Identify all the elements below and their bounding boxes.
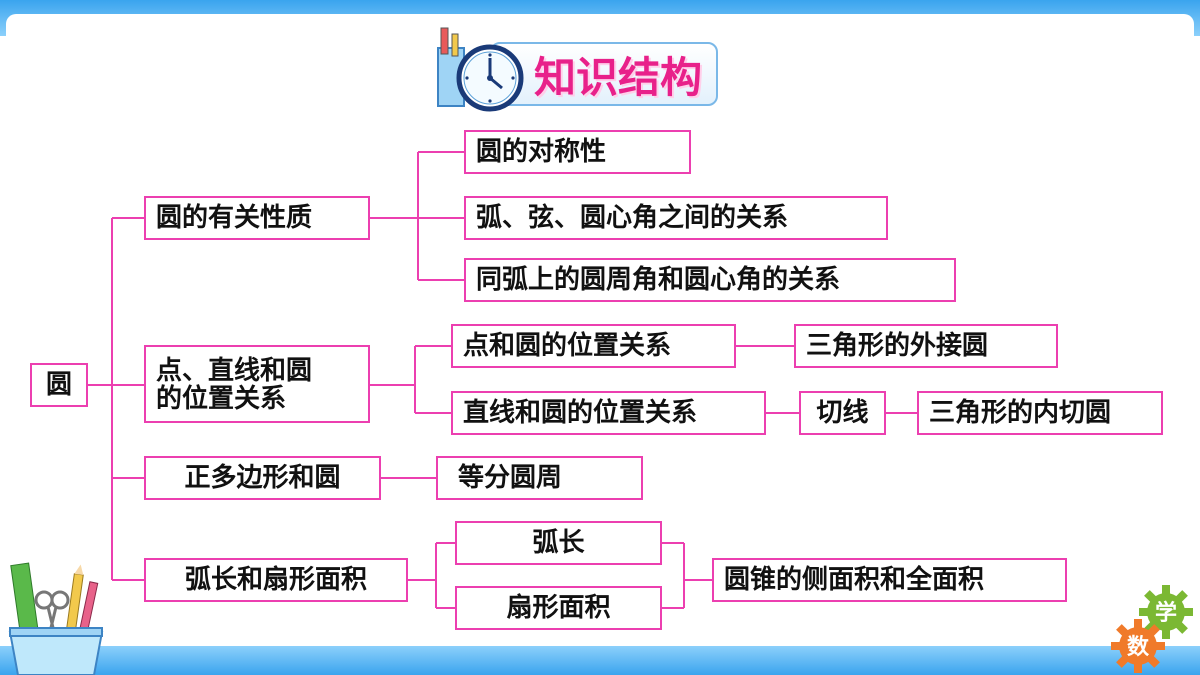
- node-inscribed-angle: 同弧上的圆周角和圆心角的关系: [464, 258, 956, 302]
- node-circumcircle-label: 三角形的外接圆: [806, 331, 989, 361]
- node-branch-position: 点、直线和圆 的位置关系: [144, 345, 370, 423]
- node-inscribed-angle-label: 同弧上的圆周角和圆心角的关系: [476, 265, 841, 295]
- node-branch-position-line1: 点、直线和圆: [156, 356, 313, 386]
- node-divide-circumference-label: 等分圆周: [458, 463, 563, 493]
- node-arc-length-label: 弧长: [532, 528, 585, 558]
- title-banner: 知识结构: [490, 42, 718, 106]
- node-incircle: 三角形的内切圆: [917, 391, 1163, 435]
- badge-bottom-label: 数: [1127, 634, 1150, 660]
- node-circumcircle: 三角形的外接圆: [794, 324, 1058, 368]
- node-branch-properties: 圆的有关性质: [144, 196, 370, 240]
- node-root-label: 圆: [45, 370, 72, 400]
- node-cone-area: 圆锥的侧面积和全面积: [712, 558, 1067, 602]
- node-tangent: 切线: [799, 391, 886, 435]
- clock-icon: [437, 27, 524, 112]
- node-symmetry: 圆的对称性: [464, 130, 691, 174]
- node-point-circle: 点和圆的位置关系: [451, 324, 736, 368]
- node-sector-area-label: 扇形面积: [506, 593, 611, 623]
- node-divide-circumference: 等分圆周: [436, 456, 643, 500]
- node-point-circle-label: 点和圆的位置关系: [463, 331, 672, 361]
- node-arc-chord-angle-label: 弧、弦、圆心角之间的关系: [476, 203, 789, 233]
- bottom-band: [0, 646, 1200, 675]
- node-arc-length: 弧长: [455, 521, 662, 565]
- node-branch-arc: 弧长和扇形面积: [144, 558, 408, 602]
- node-tangent-label: 切线: [816, 398, 869, 428]
- node-branch-arc-label: 弧长和扇形面积: [184, 565, 367, 595]
- node-line-circle-label: 直线和圆的位置关系: [463, 398, 698, 428]
- page-title: 知识结构: [533, 52, 702, 102]
- node-incircle-label: 三角形的内切圆: [929, 398, 1112, 428]
- node-line-circle: 直线和圆的位置关系: [451, 391, 766, 435]
- badge-top-label: 学: [1155, 600, 1177, 626]
- node-symmetry-label: 圆的对称性: [476, 137, 607, 167]
- node-sector-area: 扇形面积: [455, 586, 662, 630]
- node-branch-polygon-label: 正多边形和圆: [184, 463, 341, 493]
- node-arc-chord-angle: 弧、弦、圆心角之间的关系: [464, 196, 888, 240]
- pencil-cup-icon: [8, 562, 104, 675]
- node-branch-properties-label: 圆的有关性质: [156, 203, 313, 233]
- node-branch-polygon: 正多边形和圆: [144, 456, 381, 500]
- node-branch-position-line2: 的位置关系: [156, 384, 287, 414]
- node-root: 圆: [30, 363, 88, 407]
- gear-badge-icon: 学 数: [1111, 585, 1193, 673]
- node-cone-area-label: 圆锥的侧面积和全面积: [724, 565, 985, 595]
